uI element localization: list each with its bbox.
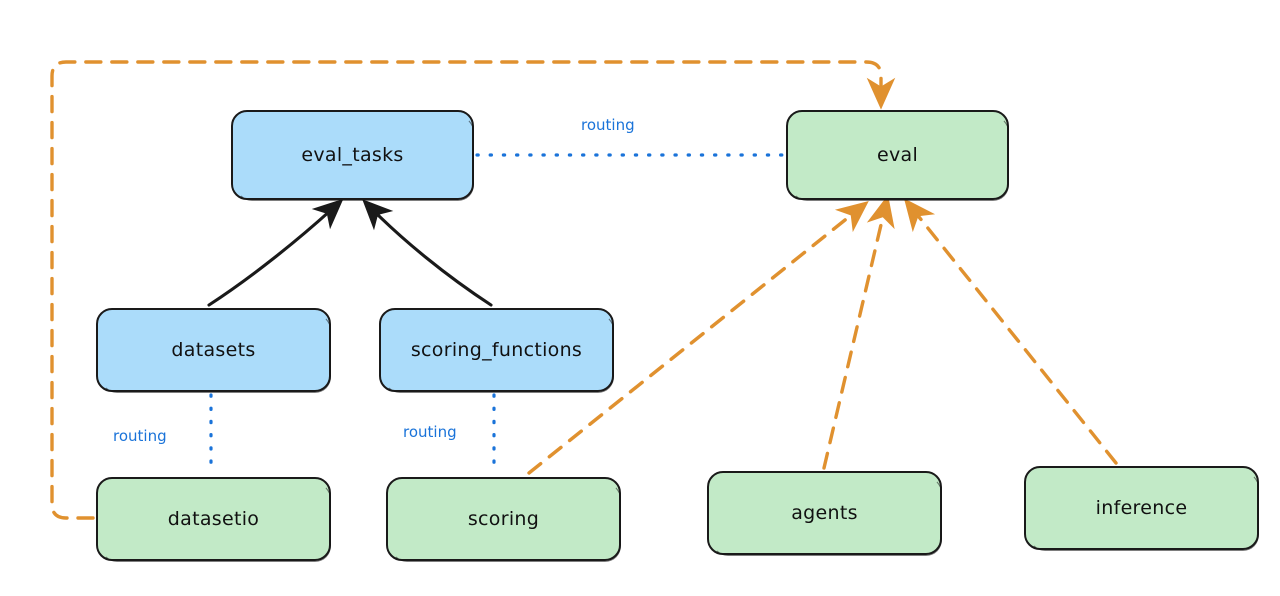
- node-scoring-functions-label: scoring_functions: [410, 338, 583, 361]
- node-datasetio[interactable]: datasetio: [96, 477, 331, 562]
- edge-group-composition: [207, 198, 493, 307]
- edge-scoring-functions-to-eval-tasks: [362, 199, 493, 307]
- node-eval-label: eval: [876, 143, 919, 166]
- node-agents[interactable]: agents: [707, 471, 942, 556]
- edge-inference-to-eval: [903, 198, 1118, 465]
- node-scoring-label: scoring: [467, 507, 540, 530]
- node-scoring[interactable]: scoring: [386, 477, 621, 562]
- edge-group-routing: [209, 153, 785, 476]
- node-inference[interactable]: inference: [1024, 466, 1259, 551]
- node-inference-label: inference: [1095, 496, 1188, 519]
- edge-label-routing-scoring-functions-scoring: routing: [400, 423, 460, 441]
- node-agents-label: agents: [791, 501, 858, 524]
- node-scoring-functions[interactable]: scoring_functions: [379, 308, 614, 393]
- node-eval[interactable]: eval: [786, 110, 1009, 201]
- node-eval-tasks[interactable]: eval_tasks: [231, 110, 474, 201]
- edge-datasetio-to-eval: [50, 60, 896, 520]
- edge-datasets-to-eval-tasks: [207, 198, 344, 307]
- node-datasets-label: datasets: [171, 338, 256, 361]
- node-eval-tasks-label: eval_tasks: [301, 143, 404, 166]
- edge-agents-to-eval: [822, 194, 895, 470]
- edge-label-routing-datasets-datasetio: routing: [110, 427, 170, 445]
- node-datasetio-label: datasetio: [167, 507, 260, 530]
- edge-group-dependency: [50, 60, 1118, 520]
- node-datasets[interactable]: datasets: [96, 308, 331, 393]
- edge-scoring-to-eval: [527, 200, 869, 475]
- edge-label-routing-eval-tasks-eval: routing: [578, 116, 638, 134]
